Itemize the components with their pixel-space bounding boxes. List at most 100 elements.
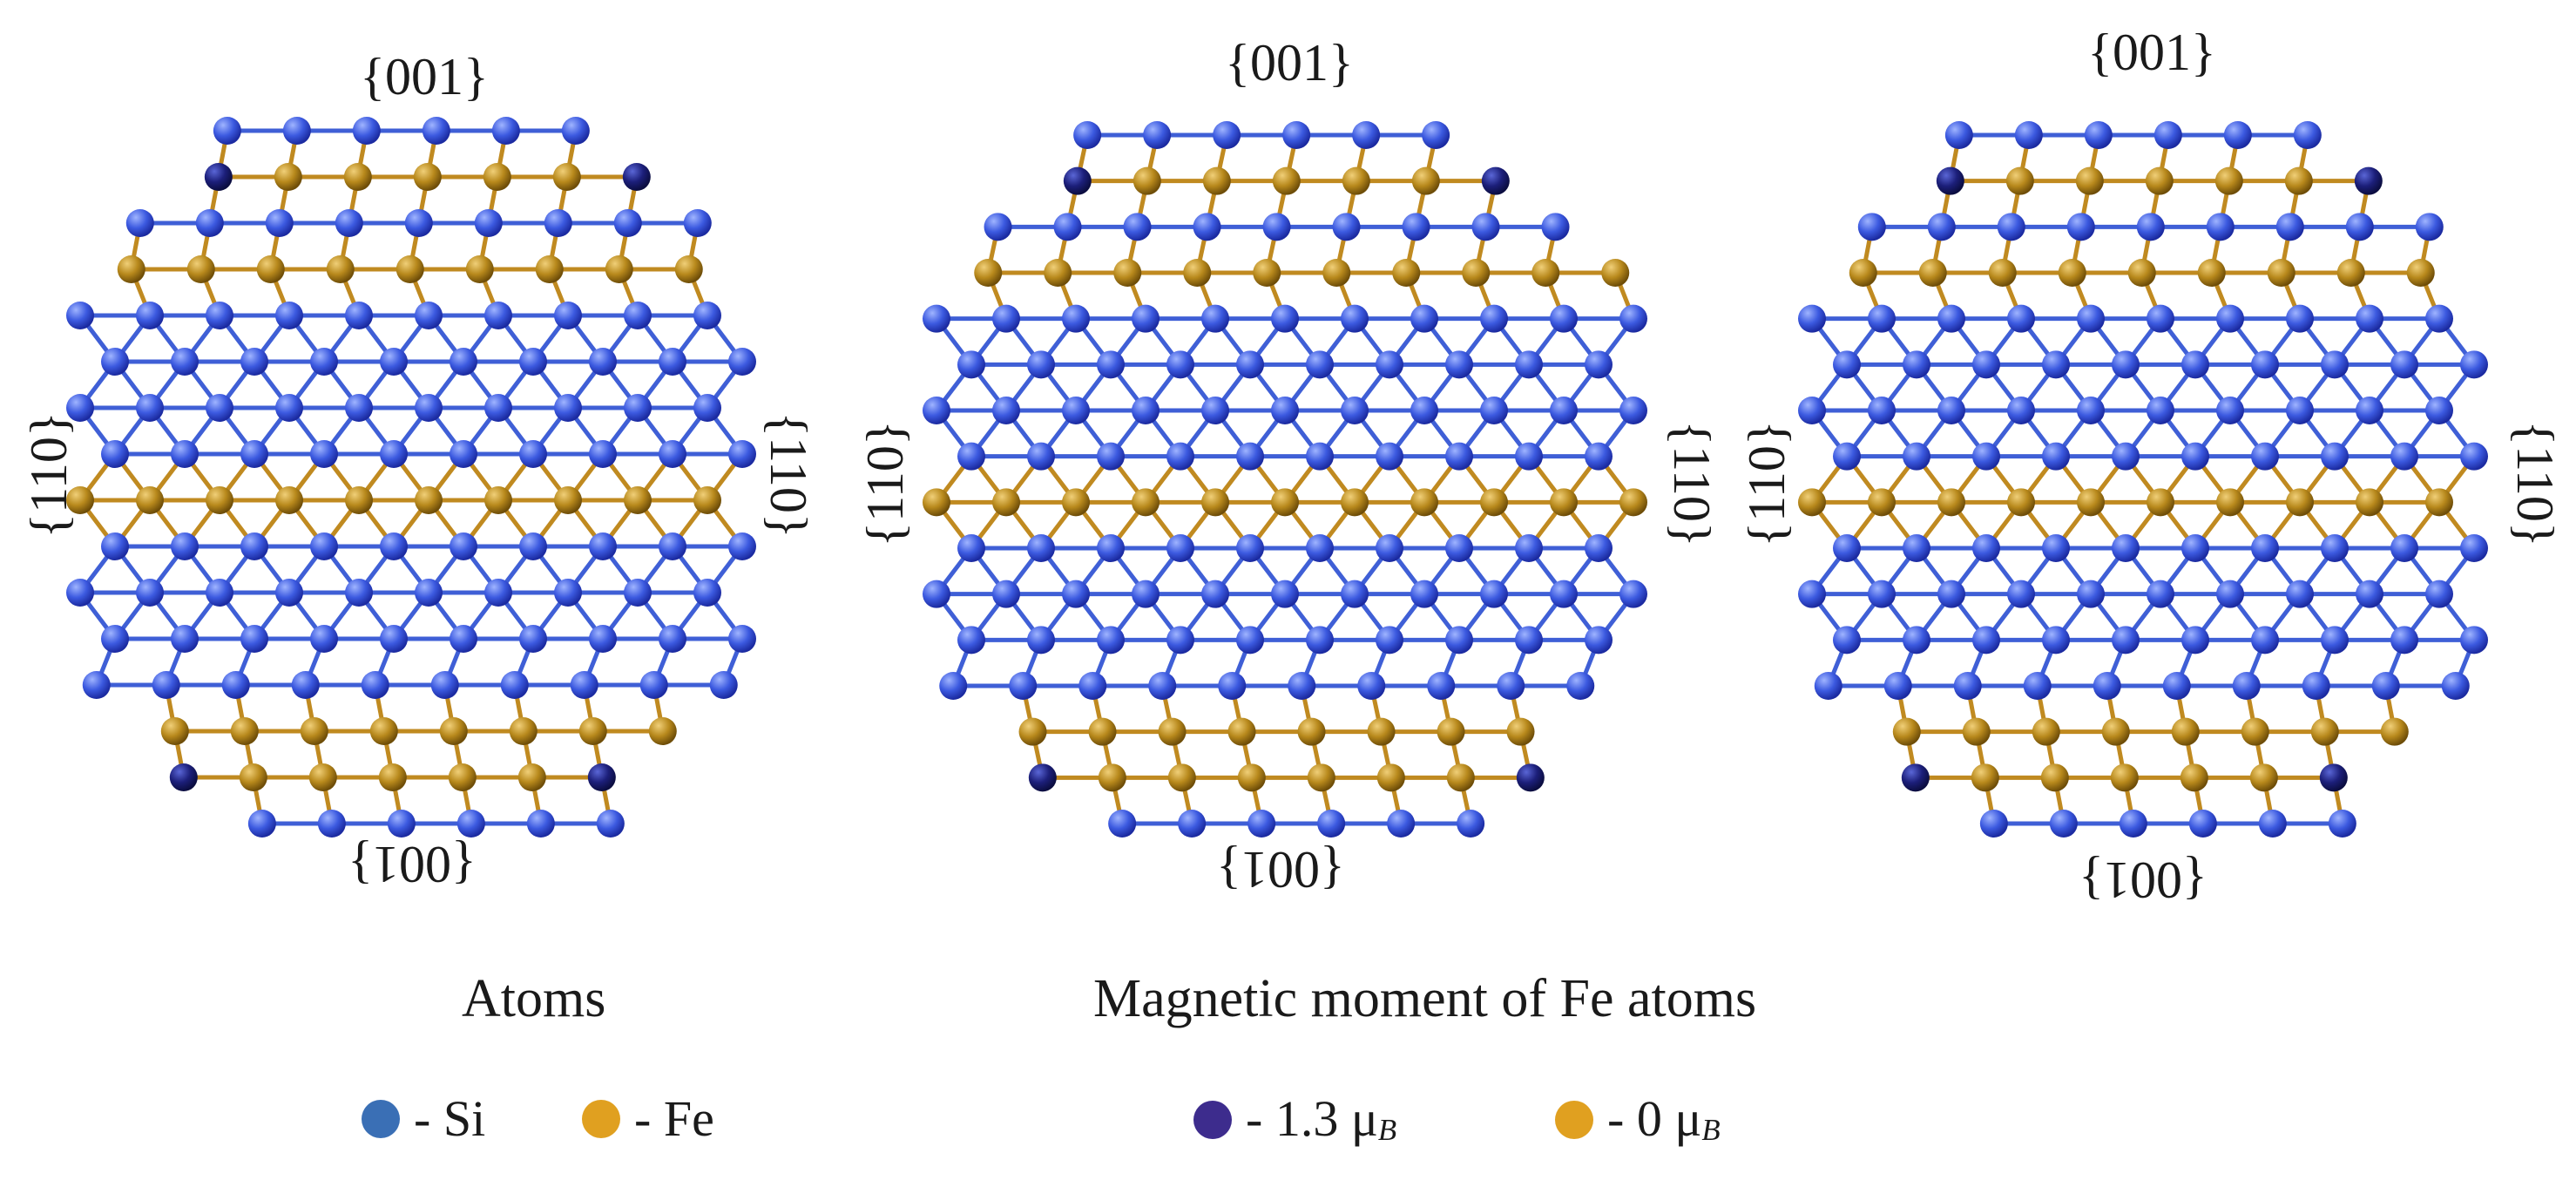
si-atom <box>430 671 459 699</box>
si-atom <box>2181 534 2209 562</box>
bonds <box>935 132 1636 826</box>
fe-atom <box>369 717 398 745</box>
si-atom <box>82 671 111 699</box>
si-atom <box>957 534 985 562</box>
si-atom <box>519 440 547 468</box>
fe-atom <box>239 763 267 791</box>
fe-magnetic-atom <box>587 763 616 791</box>
fe-atom <box>186 255 215 283</box>
fe-atom <box>1410 488 1438 517</box>
si-atom <box>2460 626 2488 654</box>
si-atom <box>2328 810 2356 838</box>
fe-atom <box>483 163 511 191</box>
nonmagnetic-fe-swatch-icon <box>1555 1101 1593 1139</box>
si-atom <box>2042 626 2070 654</box>
si-atom <box>345 394 373 422</box>
si-atom <box>2181 626 2209 654</box>
si-atom <box>1027 534 1055 562</box>
fe-atom <box>1018 717 1047 746</box>
si-atom <box>2390 534 2418 562</box>
facet-label-top: {001} <box>2087 24 2216 81</box>
si-atom <box>1953 672 1982 700</box>
si-atom <box>2321 626 2349 654</box>
fe-atom <box>1392 259 1421 287</box>
fe-atom <box>1098 763 1126 792</box>
fe-atom <box>2110 763 2139 792</box>
si-atom <box>2206 213 2235 241</box>
si-atom <box>1410 580 1438 608</box>
si-atom <box>1585 534 1613 562</box>
legend-moment-title: Magnetic moment of Fe atoms <box>1093 969 1757 1028</box>
fe-atom <box>66 486 94 514</box>
si-atom <box>1053 213 1082 241</box>
fe-atom <box>1437 717 1465 746</box>
atoms <box>66 117 756 838</box>
si-atom <box>66 394 94 422</box>
si-atom <box>1236 350 1264 379</box>
si-atom <box>450 440 477 468</box>
fe-atom <box>1962 717 1991 746</box>
si-atom <box>380 532 408 560</box>
si-atom <box>2460 350 2488 379</box>
si-atom <box>1288 672 1316 700</box>
si-atom <box>1410 397 1438 424</box>
si-atom <box>1078 672 1107 700</box>
si-atom <box>1306 350 1334 379</box>
si-atom <box>1566 672 1595 700</box>
si-atom <box>1143 121 1172 149</box>
si-atom <box>2275 213 2304 241</box>
si-atom <box>1903 442 1930 471</box>
si-atom <box>1883 672 1912 700</box>
fe-atom <box>1132 166 1161 195</box>
si-atom <box>474 209 503 237</box>
fe-atom <box>2249 763 2278 792</box>
si-atom <box>624 394 652 422</box>
si-atom <box>659 348 686 376</box>
cluster-structure-2 <box>923 121 1647 838</box>
si-atom <box>171 348 199 376</box>
si-atom <box>2425 397 2453 424</box>
si-atom <box>171 625 199 653</box>
facet-label-bottom: {001} <box>2079 851 2208 909</box>
fe-atom <box>1918 259 1947 287</box>
si-atom <box>415 302 443 329</box>
fe-atom <box>2197 259 2226 287</box>
si-atom <box>1357 672 1386 700</box>
si-atom <box>728 348 756 376</box>
si-atom <box>101 532 129 560</box>
si-atom <box>2321 442 2349 471</box>
si-atom <box>1937 304 1965 333</box>
fe-atom <box>1227 717 1256 746</box>
si-atom <box>2042 534 2070 562</box>
si-atom <box>2232 672 2261 700</box>
si-atom <box>450 348 477 376</box>
si-atom <box>310 348 338 376</box>
si-atom <box>544 209 572 237</box>
fe-atom <box>1272 166 1301 195</box>
fe-atom <box>343 163 372 191</box>
fe-atom <box>1202 166 1231 195</box>
si-atom <box>136 579 164 607</box>
si-atom <box>1972 442 2000 471</box>
si-atom <box>1422 121 1450 149</box>
si-atom <box>1306 626 1334 654</box>
facet-label-left: {110} <box>20 411 78 539</box>
si-atom <box>2077 397 2105 424</box>
fe-magnetic-atom <box>1936 166 1964 195</box>
si-atom <box>1585 442 1613 471</box>
si-atom <box>1132 580 1160 608</box>
si-atom <box>1332 213 1361 241</box>
si-atom <box>1515 442 1543 471</box>
si-atom <box>1027 626 1055 654</box>
si-atom <box>1445 534 1473 562</box>
si-atom <box>1132 397 1160 424</box>
fe-atom <box>326 255 355 283</box>
si-atom <box>404 209 433 237</box>
legend-item-nonmagnetic: - 0 μB <box>1555 1094 1721 1146</box>
si-atom <box>1193 213 1221 241</box>
fe-atom <box>1446 763 1475 792</box>
si-atom <box>1097 442 1125 471</box>
si-atom <box>1944 121 1973 149</box>
facet-label-top: {001} <box>1225 34 1354 92</box>
fe-swatch-icon <box>582 1100 620 1138</box>
